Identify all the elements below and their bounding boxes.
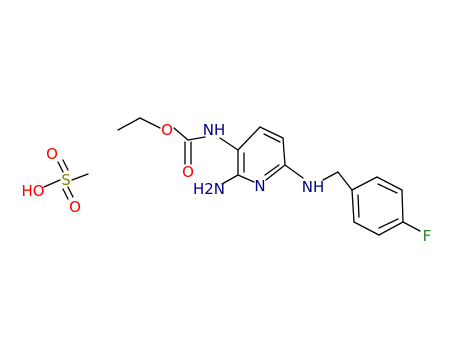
bond-nh-ch2 — [322, 171, 339, 181]
phenyl-bond-4 — [378, 221, 404, 236]
methanesulfonic-acid: O S HO O — [21, 145, 89, 216]
phenyl-bond-6 — [351, 189, 355, 223]
amino-group: H2N — [193, 180, 225, 198]
phenyl-bond-1 — [351, 176, 378, 191]
fluorine-atom: F — [423, 227, 432, 245]
phenyl-bond-4-inner — [378, 218, 399, 229]
carbamate-nh: NH — [203, 121, 226, 139]
ring-bond-c5-c6 — [282, 137, 286, 166]
phenyl-bond-6-inner — [357, 194, 360, 218]
ethyl-carbamate: O O NH — [117, 117, 239, 181]
bond-s-o-bottom-2 — [67, 186, 74, 198]
bond-nh-ring — [219, 137, 239, 151]
pyridine-ring: N H2N — [193, 126, 304, 198]
bond-c2-nh2 — [221, 174, 239, 185]
pyridine-nitrogen: N — [254, 177, 265, 195]
fluorobenzyl-amine: NH F — [302, 171, 432, 245]
ring-bond-c6-n-inner — [264, 164, 280, 176]
bond-c6-nh — [284, 164, 304, 179]
bond-s-oh — [43, 179, 61, 188]
msa-oxygen-bottom: O — [69, 198, 81, 216]
bond-s-o-bottom — [62, 188, 69, 200]
benzylamine-nh: NH — [302, 178, 325, 196]
bond-s-ch3 — [71, 173, 89, 181]
bond-ch2-o — [139, 117, 161, 129]
ring-bond-c6-n — [265, 164, 286, 181]
carbonyl-oxygen: O — [182, 163, 194, 181]
phenyl-bond-2 — [376, 176, 403, 191]
bond-ch3-ch2 — [117, 117, 141, 131]
ring-bond-c3-c4 — [237, 126, 261, 151]
bond-ring-f — [402, 221, 421, 232]
phenyl-bond-5 — [353, 221, 380, 236]
bond-ch2-ring — [337, 171, 353, 191]
msa-oxygen-top: O — [46, 145, 58, 163]
bond-carbonyl-nh — [187, 136, 206, 141]
ester-oxygen: O — [161, 121, 173, 139]
ring-bond-c4-c5 — [259, 126, 284, 139]
ring-bond-n-c2 — [237, 174, 255, 183]
bond-s-o-top — [57, 161, 64, 173]
bond-s-o-top-2 — [62, 159, 69, 171]
bond-o-carbonyl — [173, 127, 189, 141]
msa-sulfur: S — [61, 171, 71, 189]
phenyl-bond-3 — [401, 189, 404, 223]
ring-bond-c4-c5-inner — [263, 133, 281, 143]
msa-hydroxyl: HO — [21, 182, 44, 200]
phenyl-bond-2-inner — [377, 183, 398, 194]
